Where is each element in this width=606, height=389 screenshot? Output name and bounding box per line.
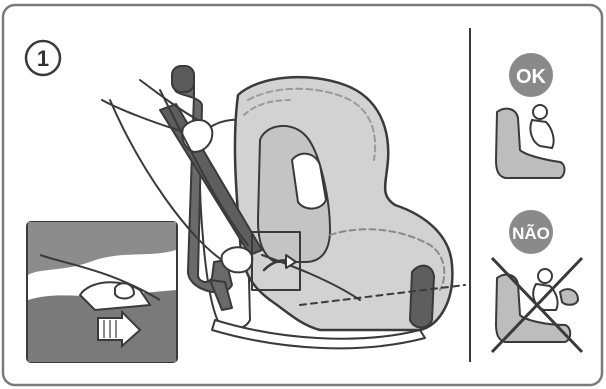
belt-guide-rear	[410, 266, 434, 328]
mini-handle-wrong	[560, 289, 578, 305]
step-number: 1	[37, 46, 49, 71]
baby-head-ok	[533, 105, 547, 119]
inset-hand	[115, 283, 134, 298]
step-number-badge: 1	[26, 41, 60, 75]
baby-head-wrong	[538, 269, 552, 283]
no-label: NÃO	[512, 223, 550, 243]
handle-grip	[172, 66, 194, 92]
hand-lower	[222, 247, 253, 272]
ok-label: OK	[516, 66, 547, 88]
detail-inset	[27, 222, 177, 362]
